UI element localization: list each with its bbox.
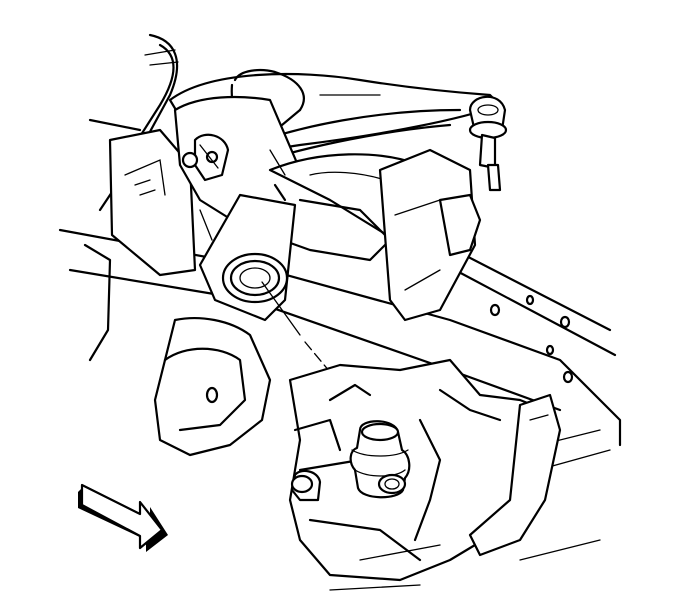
ball-joint-upper [468, 95, 508, 192]
frame-hole [489, 303, 501, 317]
front-direction-arrow [78, 483, 168, 552]
frame-hole [559, 315, 571, 329]
spring-mount-tower [198, 193, 297, 322]
bump-stop [349, 420, 411, 499]
left-arm-bracket [108, 128, 197, 277]
pivot-bolt-left [181, 133, 230, 182]
frame-holes [489, 294, 574, 384]
lower-left-gusset [153, 317, 272, 457]
frame-hole [545, 344, 555, 356]
lower-arm-bracket-right [468, 393, 562, 557]
frame-hole [562, 370, 574, 384]
lower-arm-bushing [290, 469, 322, 502]
lower-control-arm [288, 358, 547, 582]
body-panel [83, 33, 179, 362]
right-arm-bracket [378, 148, 482, 322]
frame-hole [525, 294, 535, 306]
misc-details [199, 149, 601, 591]
